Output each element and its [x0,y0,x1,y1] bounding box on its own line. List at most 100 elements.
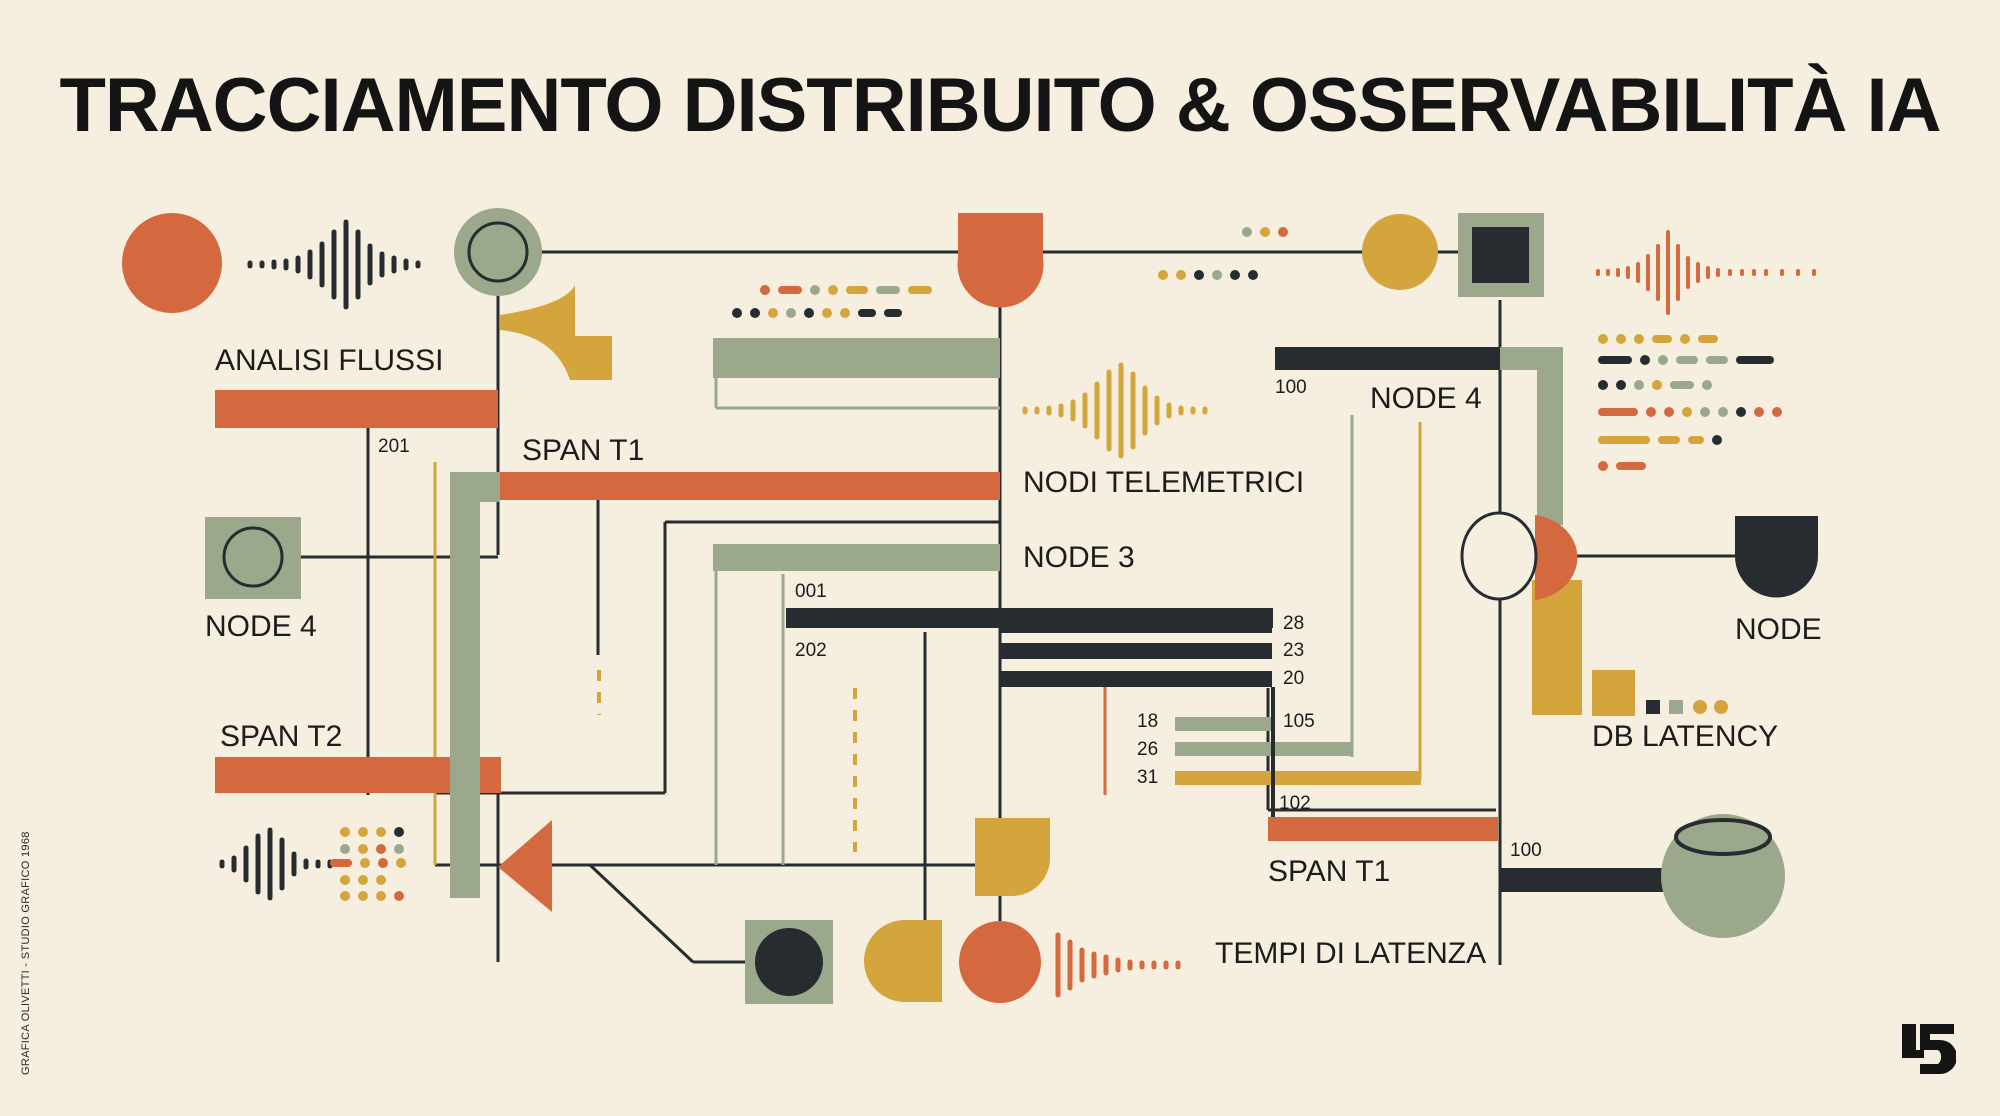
number-201: 201 [378,436,410,457]
vertical-sage-bar [450,472,500,502]
vertical-sage-bar [450,472,480,898]
label-tempi-di-latenza: TEMPI DI LATENZA [1215,937,1487,970]
code-dot [1702,380,1712,390]
db-dot [1646,700,1660,714]
number-102: 102 [1279,793,1311,814]
code-dot [1598,380,1608,390]
label-node: NODE [1735,613,1822,646]
code-dot [1634,380,1644,390]
code-dot [1248,270,1258,280]
waveform-orange-bottom [1055,932,1181,998]
code-dot [1640,355,1650,365]
code-dot [732,308,742,318]
orange-circle [122,213,222,313]
credit-text: GRAFICA OLIVETTI - STUDIO GRAFICO 1968 [20,831,32,1075]
orange-triangle [498,820,552,912]
number-105: 105 [1283,711,1315,732]
db-dot [1693,700,1707,714]
code-dash [1698,335,1718,343]
number-23: 23 [1283,640,1305,661]
code-dot [1212,270,1222,280]
code-dot [378,858,388,868]
code-dot [760,285,770,295]
connector-line [588,863,695,964]
code-dot [804,308,814,318]
waveform-dark-bottom [219,827,333,901]
code-dot [340,827,350,837]
code-dash [1658,436,1680,444]
code-dot [1772,407,1782,417]
dark-circle [755,928,823,996]
db-dot [1669,700,1683,714]
mustard-half-shape [864,920,942,1002]
trace-bar-31 [1175,771,1421,785]
trace-bar-18 [1175,717,1271,731]
ring-node [222,526,284,588]
waveform-dark-top [247,219,421,310]
span-t1-right-bar [1268,817,1498,841]
code-dot [358,891,368,901]
dot-code-field [330,227,1782,901]
sage-node-circle [454,208,542,296]
code-dot [394,891,404,901]
code-dot [1664,407,1674,417]
code-dot [1194,270,1204,280]
db-dot [1714,700,1728,714]
code-dot [1718,407,1728,417]
code-dot [1682,407,1692,417]
trace-bar-26 [1175,742,1352,756]
db-mustard-bar [1532,580,1582,715]
code-dot [1158,270,1168,280]
db-mustard-square [1592,670,1635,716]
code-dot [1646,407,1656,417]
label-span-t1-right: SPAN T1 [1268,855,1391,888]
code-dot [1616,334,1626,344]
mustard-shape [500,285,612,380]
code-dot [750,308,760,318]
code-dot [1652,380,1662,390]
node-4-dark-bar [1275,347,1500,370]
waveform-orange-top [1596,230,1816,315]
code-dot [396,858,406,868]
span-t1-bar [498,472,1000,500]
code-dash [1598,356,1632,364]
code-dash [858,309,876,317]
code-dash [908,286,932,294]
node-dark-shape [1735,516,1818,598]
code-dot [376,875,386,885]
label-db-latency: DB LATENCY [1592,720,1779,753]
code-dot [786,308,796,318]
code-dot [1598,334,1608,344]
code-dot [340,875,350,885]
code-dot [1754,407,1764,417]
trace-bar-20 [1000,671,1272,687]
database-lid [1674,818,1772,856]
code-dot [1242,227,1252,237]
orange-drop-node [957,213,1044,308]
top-sage-bar [713,338,1000,378]
code-dot [810,285,820,295]
code-dash [1688,436,1704,444]
code-dot [1598,461,1608,471]
code-dot [1176,270,1186,280]
code-dot [1680,334,1690,344]
code-dot [1616,380,1626,390]
label-node-3: NODE 3 [1023,541,1135,574]
code-dot [828,285,838,295]
code-dot [340,891,350,901]
code-dash [884,309,902,317]
code-dash [1706,356,1728,364]
number-18: 18 [1137,711,1159,732]
code-dot [840,308,850,318]
label-node-4-left: NODE 4 [205,610,317,643]
number-202: 202 [795,640,827,661]
number-001: 001 [795,581,827,602]
code-dot [376,891,386,901]
number-20: 20 [1283,668,1305,689]
code-dot [1712,435,1722,445]
label-span-t2: SPAN T2 [220,720,343,753]
mustard-circle [1362,214,1438,290]
node-4-sage-bar [1537,347,1563,525]
code-dot [340,844,350,854]
